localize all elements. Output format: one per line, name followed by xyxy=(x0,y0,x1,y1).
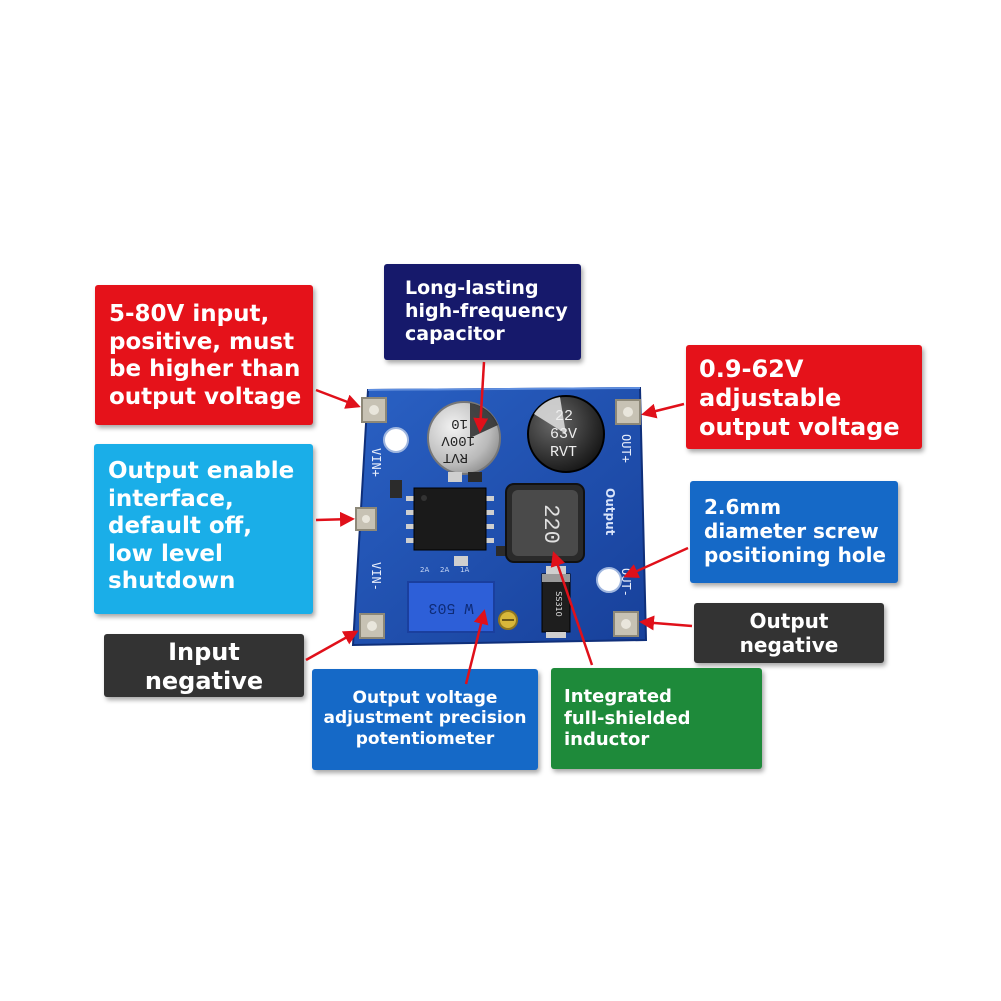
callout-line: adjustment precision xyxy=(323,708,527,729)
silk-out-minus: OUT- xyxy=(619,568,633,597)
callout-line: positive, must xyxy=(109,328,295,355)
smd-marking-3: 1A xyxy=(460,566,469,574)
silk-vin-minus: VIN- xyxy=(369,562,383,591)
cap-right-line-2: 63V xyxy=(550,426,577,443)
callout-line: Output xyxy=(749,609,829,633)
inductor: 220 xyxy=(505,483,585,563)
cap-left-line-1: RVT xyxy=(443,449,468,465)
callout-output-voltage: 0.9-62V adjustable output voltage xyxy=(686,345,922,449)
callout-line: positioning hole xyxy=(704,543,886,567)
silk-out-plus: OUT+ xyxy=(619,434,633,463)
callout-screw-hole: 2.6mm diameter screw positioning hole xyxy=(690,481,898,583)
callout-line: default off, xyxy=(108,513,253,540)
callout-input-negative: Input negative xyxy=(104,634,304,697)
cap-right-line-1: 22 xyxy=(555,408,573,425)
callout-line: inductor xyxy=(564,729,650,751)
callout-line: Output enable xyxy=(108,458,295,484)
smd-marking-1: 2A xyxy=(420,566,429,574)
callout-line: 2.6mm xyxy=(704,495,782,519)
callout-line: diameter screw xyxy=(704,519,879,543)
smd-part xyxy=(496,546,510,556)
callout-line: high-frequency xyxy=(405,299,568,322)
callout-capacitor: Long-lasting high-frequency capacitor xyxy=(384,264,581,360)
smd-part xyxy=(454,556,468,566)
callout-line: negative xyxy=(739,633,839,657)
callout-line: capacitor xyxy=(405,322,505,345)
callout-line: be higher than xyxy=(109,356,301,383)
callout-line: 0.9-62V xyxy=(699,355,804,383)
callout-line: Input xyxy=(168,638,240,666)
pot-marking: W 503 xyxy=(428,599,473,616)
callout-line: output voltage xyxy=(699,412,900,441)
smd-part xyxy=(468,472,482,482)
callout-inductor: Integrated full-shielded inductor xyxy=(551,668,762,769)
silk-vin-plus: VIN+ xyxy=(369,448,383,477)
silk-output: Output xyxy=(603,488,617,536)
callout-line: output voltage xyxy=(109,383,302,410)
smd-part xyxy=(448,472,462,482)
cap-left-line-3: 10 xyxy=(451,415,468,431)
capacitor-right: 22 63V RVT xyxy=(527,395,605,473)
smd-part xyxy=(390,480,402,498)
callout-line: adjustable xyxy=(699,383,842,412)
callout-line: Long-lasting xyxy=(405,277,539,299)
callout-output-negative: Output negative xyxy=(694,603,884,663)
out-minus-pad xyxy=(613,611,639,637)
inductor-marking: 220 xyxy=(538,504,563,544)
screw-hole-left xyxy=(383,427,409,453)
smd-marking-2: 2A xyxy=(440,566,449,574)
cap-right-line-3: RVT xyxy=(550,444,577,461)
screw-hole-right xyxy=(596,567,622,593)
callout-line: potentiometer xyxy=(355,728,495,749)
diode-marking: SS310 xyxy=(554,591,563,616)
callout-line: interface, xyxy=(108,485,234,512)
callout-line: full-shielded xyxy=(564,707,691,729)
callout-input-positive: 5-80V input, positive, must be higher th… xyxy=(95,285,313,425)
callout-potentiometer: Output voltage adjustment precision pote… xyxy=(312,669,538,770)
callout-line: 5-80V input, xyxy=(109,301,270,327)
callout-line: negative xyxy=(144,666,264,695)
potentiometer: W 503 xyxy=(407,581,518,633)
cap-left-line-2: 100V xyxy=(441,432,475,448)
pcb-edge xyxy=(367,387,641,391)
callout-line: Integrated xyxy=(564,686,672,707)
callout-line: low level xyxy=(108,540,223,567)
callout-line: Output voltage xyxy=(352,688,498,708)
callout-enable-interface: Output enable interface, default off, lo… xyxy=(94,444,313,614)
capacitor-left: RVT 100V 10 xyxy=(427,401,501,475)
ic-chip xyxy=(406,487,494,551)
diode: SS310 xyxy=(541,566,571,638)
callout-line: shutdown xyxy=(108,568,236,595)
